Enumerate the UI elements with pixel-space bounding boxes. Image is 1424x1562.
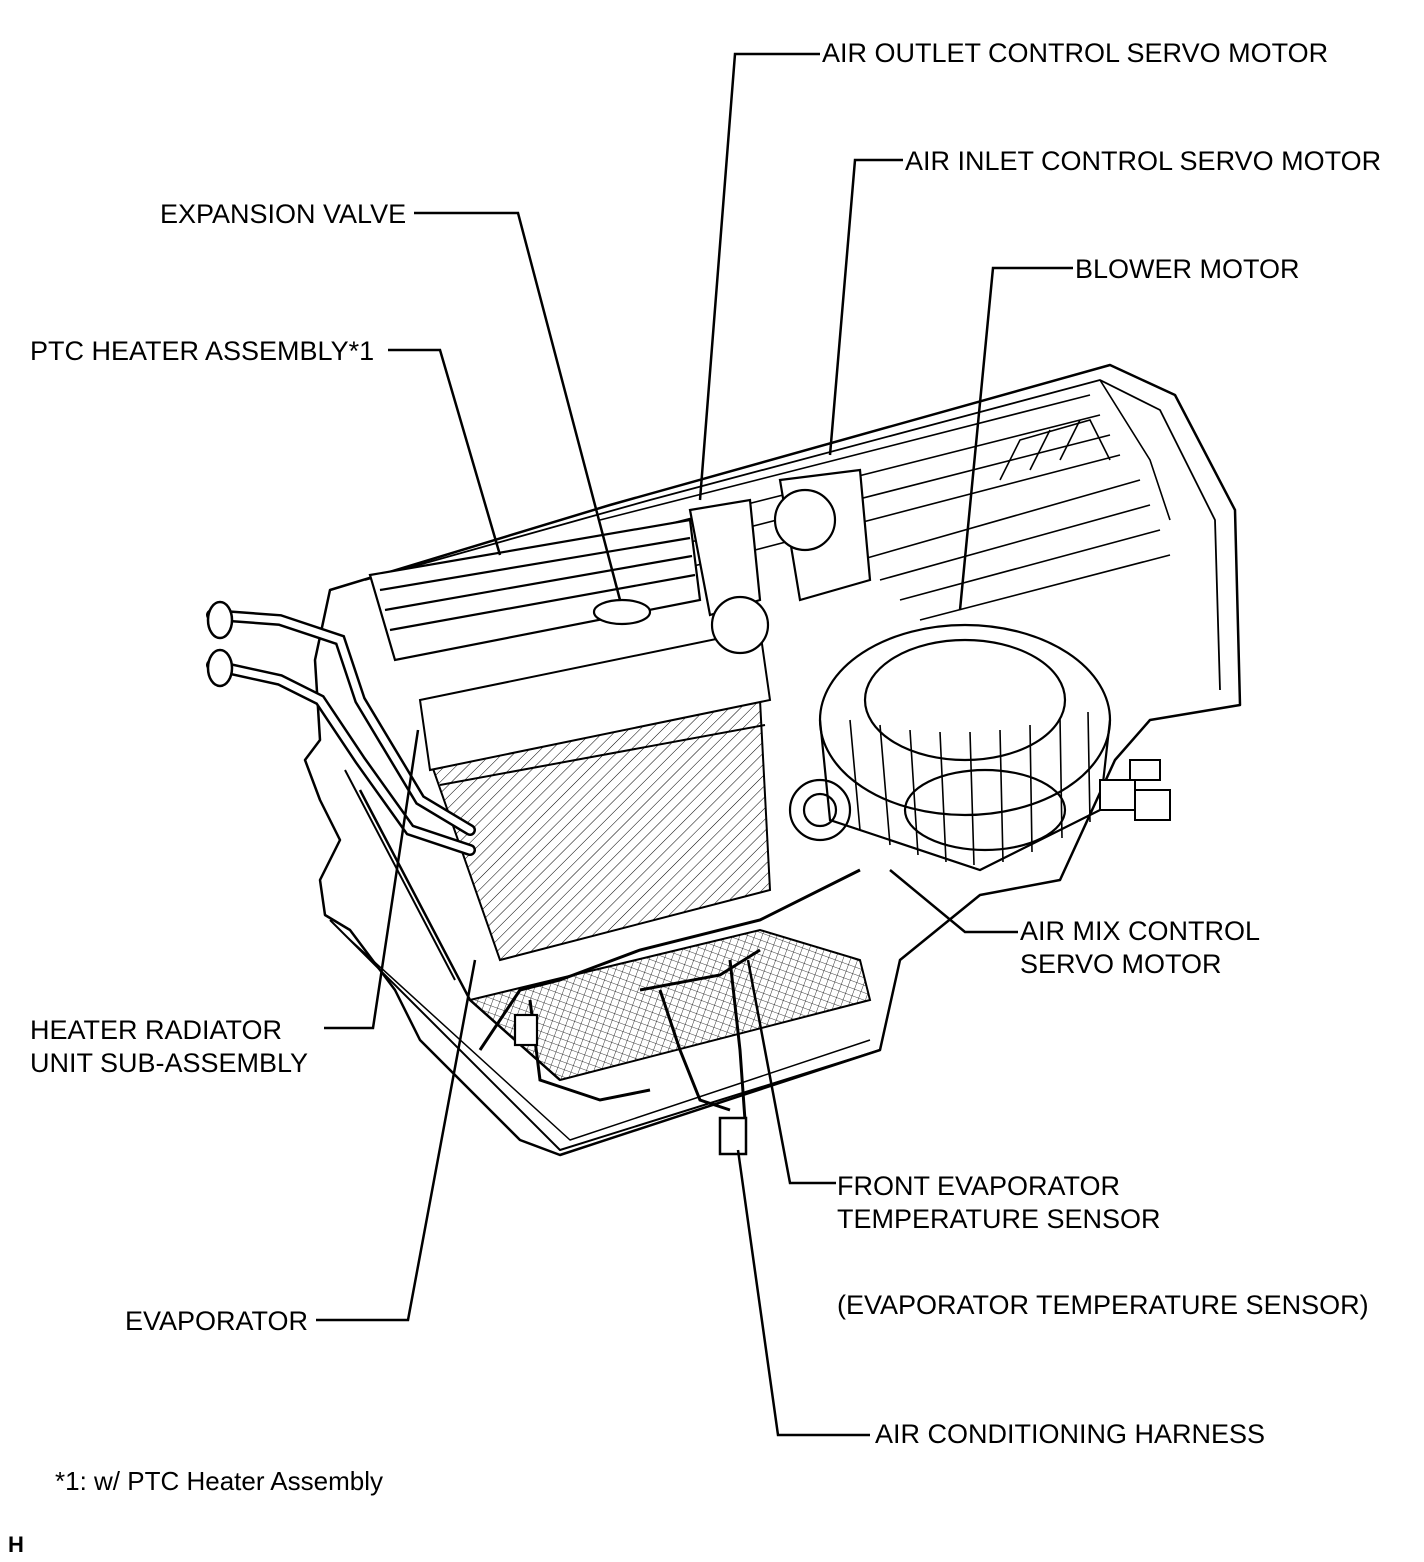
label-ptc-heater-assembly: PTC HEATER ASSEMBLY*1 [30, 336, 375, 366]
label-air-mix-control-servo-motor: AIR MIX CONTROL SERVO MOTOR [1020, 915, 1260, 981]
label-evaporator-temperature-sensor: (EVAPORATOR TEMPERATURE SENSOR) [837, 1290, 1369, 1320]
label-front-evap-line2: TEMPERATURE SENSOR [837, 1204, 1161, 1234]
evaporator-block [344, 769, 872, 1082]
label-heater-radiator-line2: UNIT SUB-ASSEMBLY [30, 1048, 309, 1078]
leader-blower-motor [958, 266, 1073, 611]
ptc-heater-bar [368, 518, 702, 662]
label-blower-motor: BLOWER MOTOR [1075, 254, 1300, 284]
label-heater-radiator-line1: HEATER RADIATOR [30, 1015, 283, 1045]
label-air-mix-line2: SERVO MOTOR [1020, 949, 1222, 979]
label-heater-radiator-unit: HEATER RADIATOR UNIT SUB-ASSEMBLY [30, 1014, 308, 1080]
leader-front-evap [746, 959, 836, 1185]
leader-ptc-heater [388, 348, 502, 556]
harness-wires [478, 868, 861, 1156]
right-connectors [1099, 759, 1171, 821]
label-expansion-valve: EXPANSION VALVE [160, 199, 407, 229]
heater-radiator-block [418, 628, 772, 962]
label-air-conditioning-harness: AIR CONDITIONING HARNESS [875, 1419, 1266, 1449]
leader-air-inlet [828, 158, 903, 456]
label-front-evaporator-temperature-sensor: FRONT EVAPORATOR TEMPERATURE SENSOR [837, 1170, 1161, 1236]
leader-expansion-valve [414, 211, 622, 601]
leader-evaporator [316, 959, 477, 1322]
label-air-inlet-control-servo-motor: AIR INLET CONTROL SERVO MOTOR [905, 146, 1382, 176]
leader-lines [316, 52, 1073, 1437]
label-air-outlet-control-servo-motor: AIR OUTLET CONTROL SERVO MOTOR [822, 38, 1329, 68]
leader-heater-radiator [324, 729, 420, 1030]
corner-mark: H [8, 1532, 24, 1557]
leader-air-outlet [698, 52, 820, 501]
leader-air-mix [889, 869, 1018, 934]
blower-cage [818, 623, 1112, 872]
label-front-evap-line1: FRONT EVAPORATOR [837, 1171, 1121, 1201]
servo-motors [688, 468, 872, 842]
label-evaporator: EVAPORATOR [125, 1306, 309, 1336]
leader-ac-harness [736, 1149, 870, 1437]
footnote: *1: w/ PTC Heater Assembly [55, 1466, 383, 1496]
label-air-mix-line1: AIR MIX CONTROL [1020, 916, 1261, 946]
heater-pipes [206, 600, 476, 856]
